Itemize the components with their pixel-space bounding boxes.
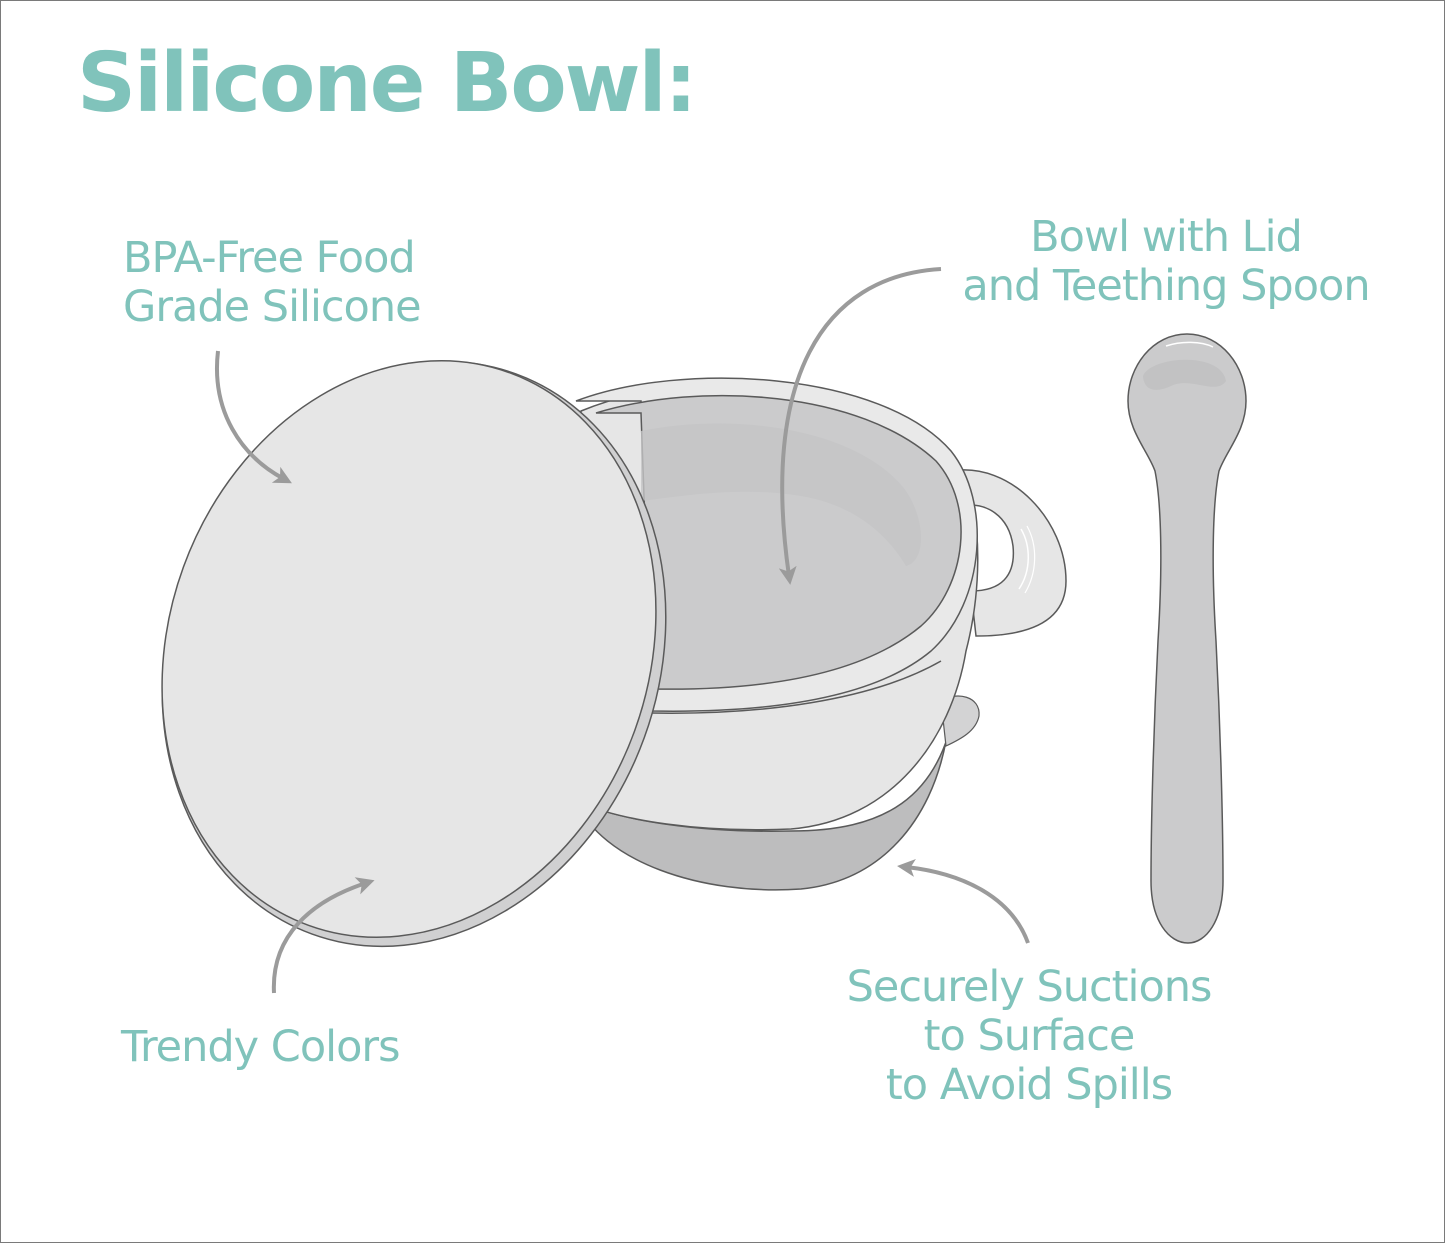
callout-line: to Surface <box>923 1011 1136 1061</box>
spoon-icon <box>1127 333 1247 944</box>
arrow-bowl-icon <box>778 267 942 585</box>
callout-line: to Avoid Spills <box>885 1060 1173 1110</box>
callout-suction: Securely Suctions to Surface to Avoid Sp… <box>829 963 1229 1110</box>
callout-line: and Teething Spoon <box>962 261 1370 311</box>
arrow-bpa-icon <box>215 350 292 484</box>
callout-arrows <box>215 267 1030 994</box>
bowl-icon <box>574 377 1067 891</box>
callout-trendy-colors: Trendy Colors <box>121 1022 400 1072</box>
page-title: Silicone Bowl: <box>77 36 697 131</box>
arrow-suction-icon <box>897 859 1030 944</box>
callout-bowl-with-lid: Bowl with Lid and Teething Spoon <box>961 213 1371 311</box>
callout-line: BPA-Free Food <box>123 233 416 283</box>
arrow-trendy-icon <box>271 877 375 994</box>
callout-line: Bowl with Lid <box>1030 212 1303 262</box>
lid-icon <box>161 360 667 948</box>
callout-line: Grade Silicone <box>123 282 422 332</box>
callout-bpa-free: BPA-Free Food Grade Silicone <box>123 233 422 332</box>
callout-line: Trendy Colors <box>121 1022 400 1072</box>
callout-line: Securely Suctions <box>846 962 1213 1012</box>
